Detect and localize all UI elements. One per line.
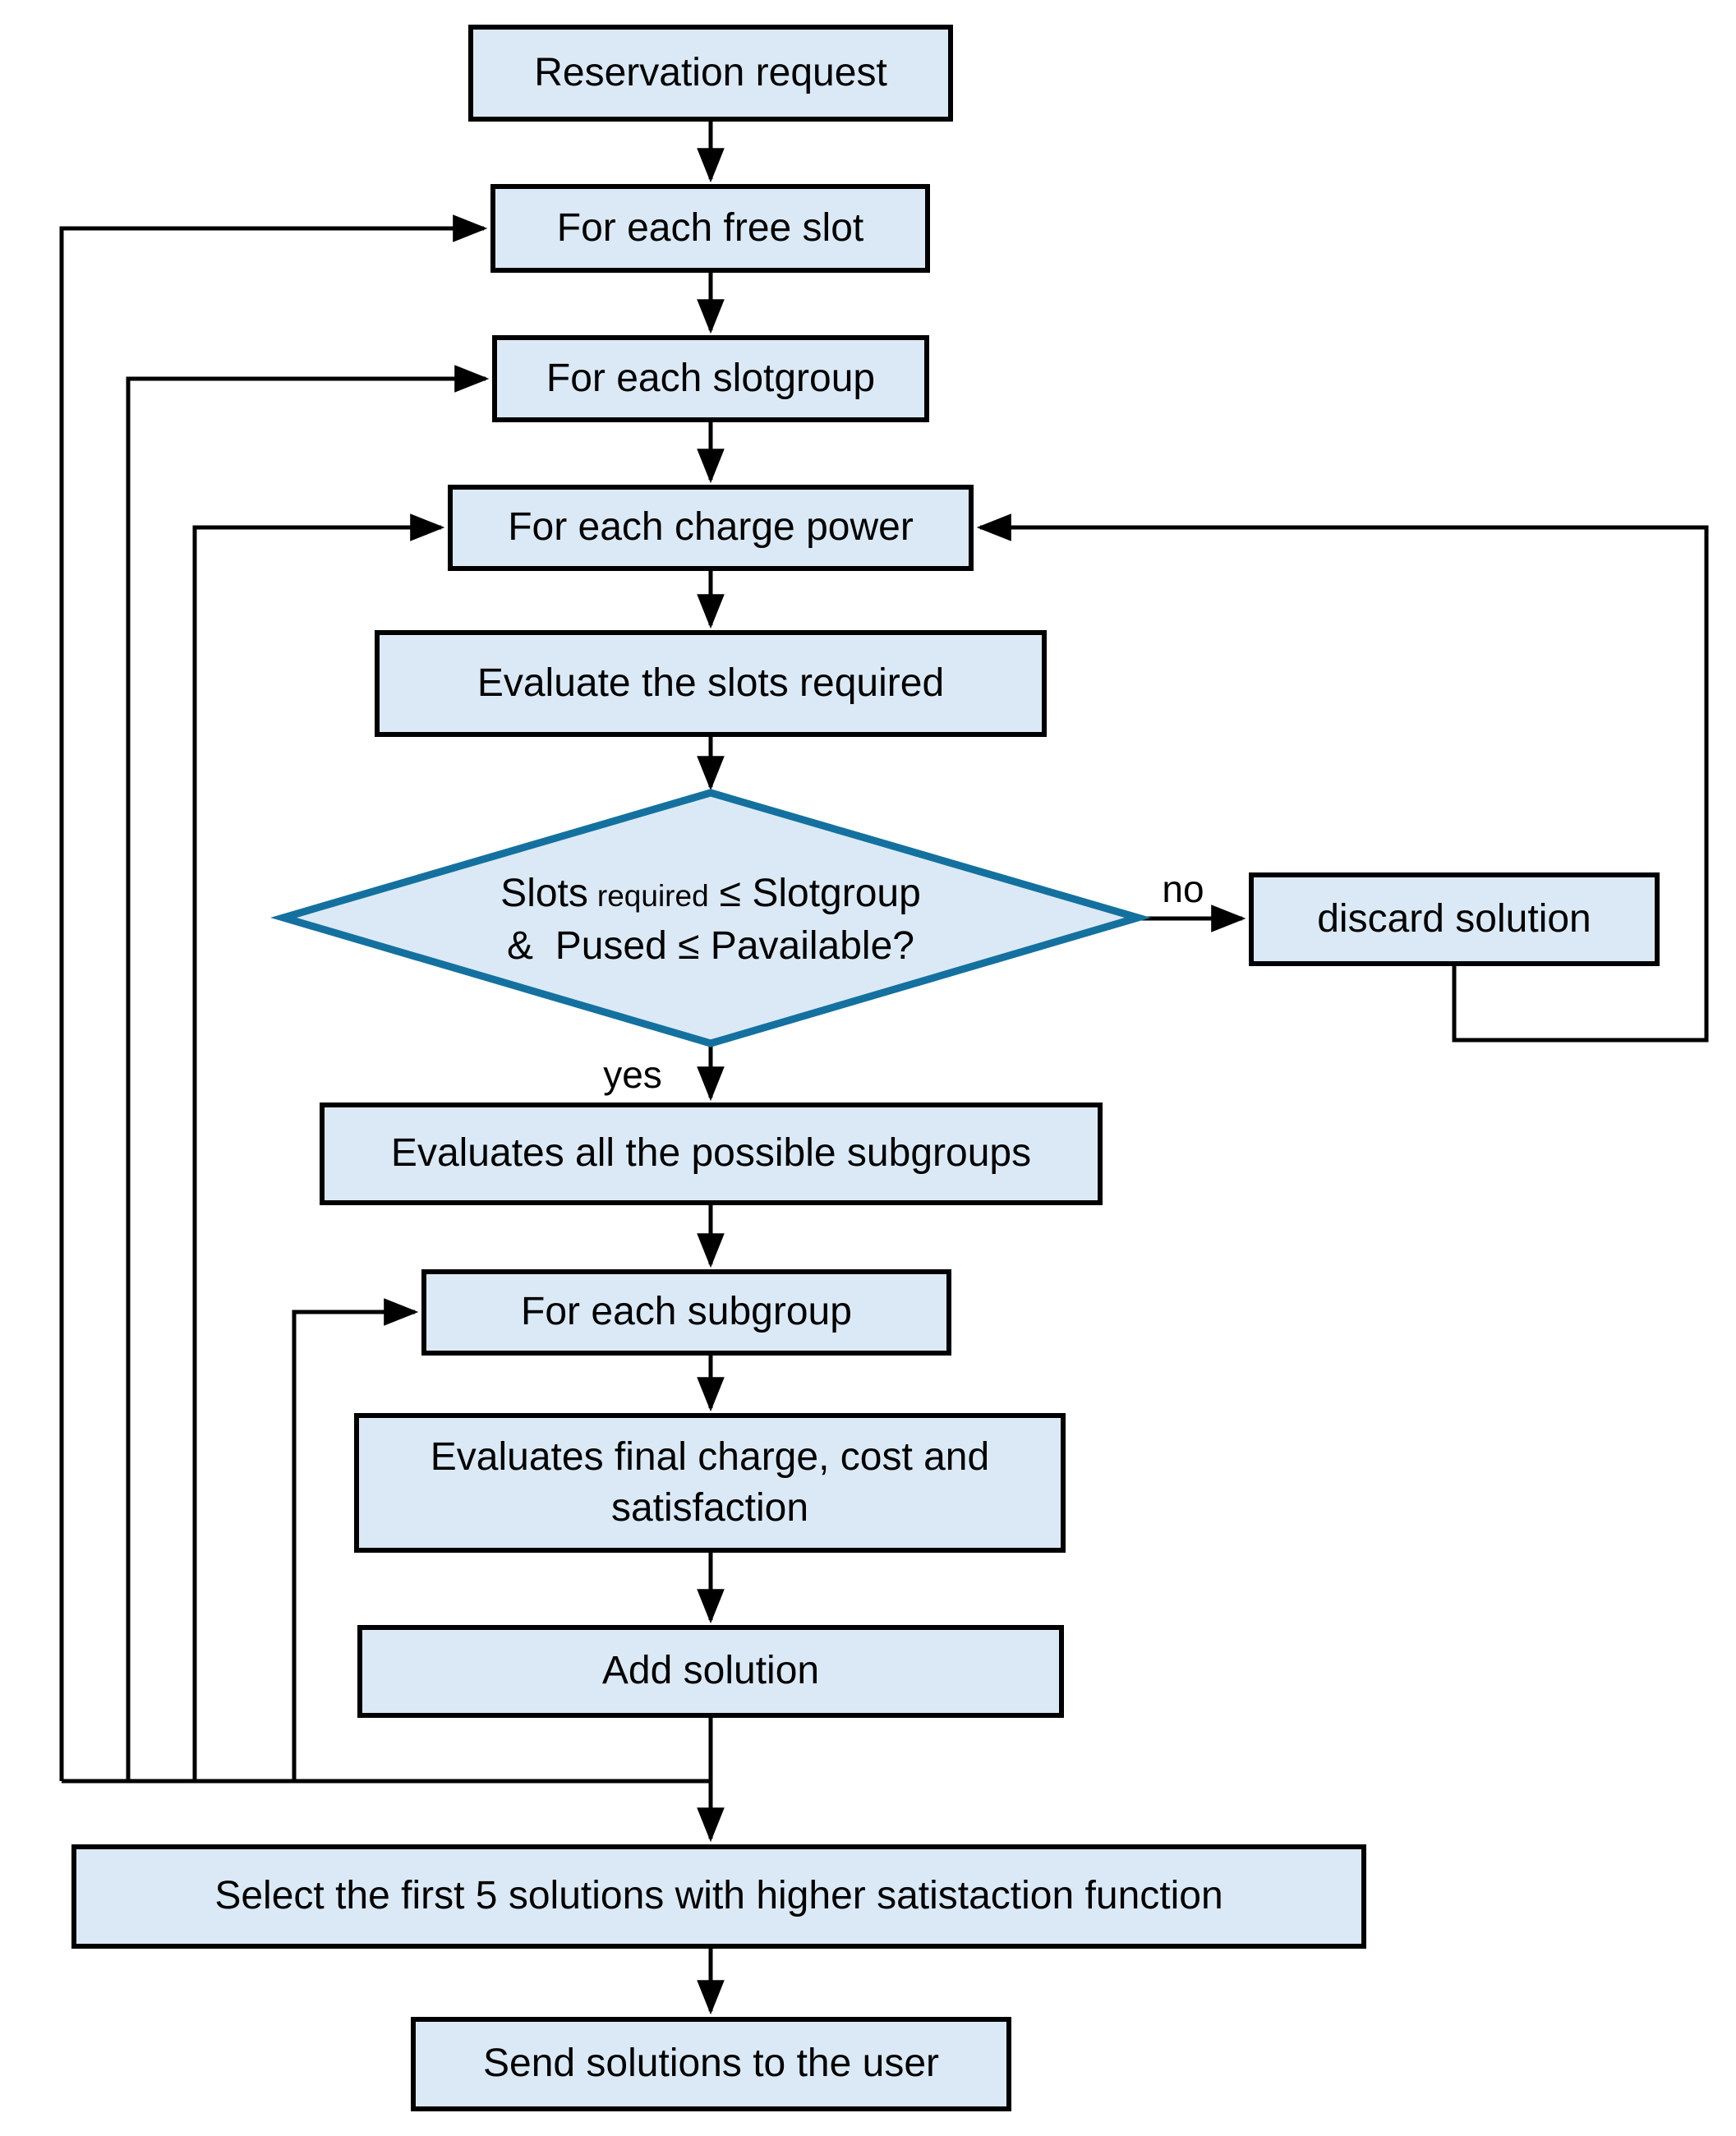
decision-label-line1: Slots required ≤ Slotgroup <box>500 874 921 914</box>
node-for-each-slotgroup-label: For each slotgroup <box>546 356 876 400</box>
edge-loop-to-chargepower <box>192 513 445 1781</box>
edge-loop-to-slotgroup <box>126 365 490 1781</box>
node-for-each-charge-power-label: For each charge power <box>508 505 914 550</box>
node-evaluates-all-subgroups-label: Evaluates all the possible subgroups <box>390 1131 1032 1176</box>
node-discard-solution-label: discard solution <box>1317 896 1591 941</box>
edge-label-no: no <box>1162 868 1204 910</box>
edge-label-yes: yes <box>603 1053 662 1096</box>
node-for-each-subgroup-label: For each subgroup <box>521 1290 852 1334</box>
node-for-each-free-slot: For each free slot <box>490 184 930 273</box>
node-discard-solution: discard solution <box>1249 872 1660 966</box>
node-for-each-charge-power: For each charge power <box>448 485 974 571</box>
decision-line1-small: required <box>596 879 709 913</box>
node-evaluates-final-label: Evaluates final charge, cost and satisfa… <box>430 1434 990 1530</box>
edge-discard-loop-to-chargepower <box>976 513 1709 1043</box>
edge-loop-to-subgroup <box>292 1298 419 1781</box>
decision-label-line2: & Pused ≤ Pavailable? <box>507 924 914 968</box>
node-reservation-request-label: Reservation request <box>534 50 887 94</box>
node-evaluate-slots-required: Evaluate the slots required <box>375 630 1047 737</box>
node-evaluate-slots-required-label: Evaluate the slots required <box>477 661 945 705</box>
node-select-first-5-solutions: Select the first 5 solutions with higher… <box>71 1844 1366 1949</box>
node-evaluates-final-charge-cost-satisfaction: Evaluates final charge, cost and satisfa… <box>354 1413 1066 1553</box>
node-evaluates-all-subgroups: Evaluates all the possible subgroups <box>320 1103 1103 1205</box>
node-add-solution-label: Add solution <box>601 1649 820 1693</box>
decision-line1-rest: ≤ Slotgroup <box>719 872 921 915</box>
decision-diamond <box>270 789 1151 1047</box>
decision-line1-large: Slots <box>500 872 588 915</box>
node-for-each-subgroup: For each subgroup <box>421 1269 951 1356</box>
node-send-solutions-to-user: Send solutions to the user <box>411 2017 1011 2111</box>
node-select-first-5-solutions-label: Select the first 5 solutions with higher… <box>214 1874 1223 1918</box>
node-add-solution: Add solution <box>357 1625 1064 1718</box>
node-reservation-request: Reservation request <box>468 25 953 122</box>
node-for-each-slotgroup: For each slotgroup <box>492 335 929 422</box>
edge-loop-to-freeslot <box>59 214 488 1781</box>
node-send-solutions-to-user-label: Send solutions to the user <box>482 2042 940 2086</box>
node-for-each-free-slot-label: For each free slot <box>556 205 864 250</box>
decision-label: Slots required ≤ Slotgroup & Pused ≤ Pav… <box>378 840 1043 1001</box>
